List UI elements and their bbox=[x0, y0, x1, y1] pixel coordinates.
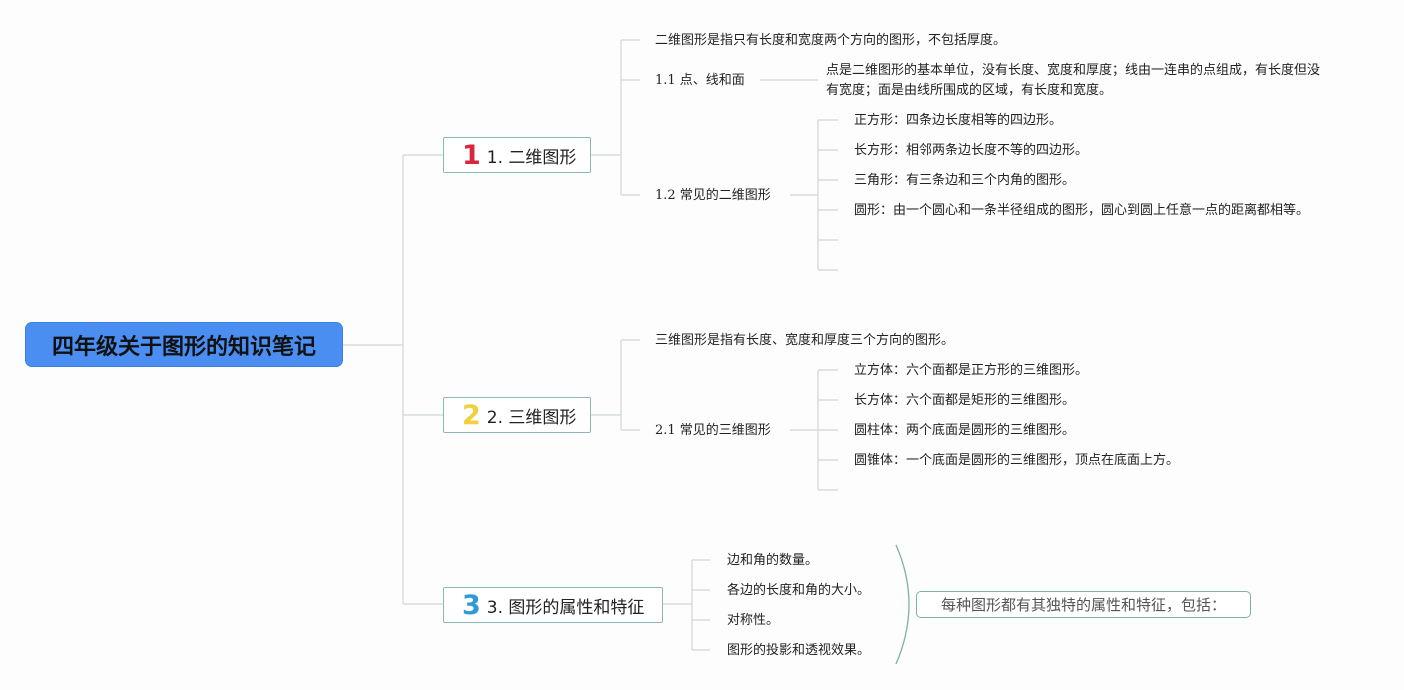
item-lengths-sizes[interactable]: 各边的长度和角的大小。 bbox=[727, 583, 871, 598]
item-cuboid[interactable]: 长方体：六个面都是矩形的三维图形。 bbox=[854, 393, 1076, 408]
item-rectangle[interactable]: 长方形：相邻两条边长度不等的四边形。 bbox=[854, 143, 1089, 158]
branch-2d-shapes[interactable]: 1 1. 二维图形 bbox=[443, 137, 591, 173]
item-cylinder[interactable]: 圆柱体：两个底面是圆形的三维图形。 bbox=[854, 423, 1076, 438]
definition-3d[interactable]: 三维图形是指有长度、宽度和厚度三个方向的图形。 bbox=[655, 333, 955, 348]
item-symmetry[interactable]: 对称性。 bbox=[727, 613, 780, 628]
branch-3d-shapes[interactable]: 2 2. 三维图形 bbox=[443, 397, 591, 433]
sub21-connector bbox=[790, 369, 838, 491]
points-lines-planes-text[interactable]: 点是二维图形的基本单位，没有长度、宽度和厚度；线由一连串的点组成，有长度但没有宽… bbox=[826, 63, 1321, 98]
sub-topic-common-2d[interactable]: 1.2 常见的二维图形 bbox=[655, 188, 771, 203]
branch-properties[interactable]: 3 3. 图形的属性和特征 bbox=[443, 587, 663, 623]
root-connector bbox=[343, 154, 443, 605]
branch-label: 2. 三维图形 bbox=[486, 407, 577, 428]
item-triangle[interactable]: 三角形：有三条边和三个内角的图形。 bbox=[854, 173, 1076, 188]
number-1-icon: 1 bbox=[462, 139, 481, 171]
item-cube[interactable]: 立方体：六个面都是正方形的三维图形。 bbox=[854, 363, 1089, 378]
branch-label: 1. 二维图形 bbox=[486, 147, 577, 168]
sub-topic-points-lines-planes[interactable]: 1.1 点、线和面 bbox=[655, 73, 745, 88]
item-sides-angles[interactable]: 边和角的数量。 bbox=[727, 553, 819, 568]
item-circle[interactable]: 圆形：由一个圆心和一条半径组成的图形，圆心到圆上任意一点的距离都相等。 bbox=[854, 203, 1310, 218]
item-square[interactable]: 正方形：四条边长度相等的四边形。 bbox=[854, 113, 1063, 128]
summary-box[interactable]: 每种图形都有其独特的属性和特征，包括： bbox=[916, 591, 1251, 618]
branch3-connector bbox=[662, 559, 710, 651]
sub-topic-common-3d[interactable]: 2.1 常见的三维图形 bbox=[655, 423, 771, 438]
branch1-connector bbox=[590, 39, 640, 196]
root-topic[interactable]: 四年级关于图形的知识笔记 bbox=[25, 322, 343, 367]
branch2-connector bbox=[590, 339, 640, 431]
branch-label: 3. 图形的属性和特征 bbox=[486, 597, 645, 618]
root-title: 四年级关于图形的知识笔记 bbox=[51, 334, 316, 360]
summary-text: 每种图形都有其独特的属性和特征，包括： bbox=[940, 596, 1226, 614]
item-cone[interactable]: 圆锥体：一个底面是圆形的三维图形，顶点在底面上方。 bbox=[854, 453, 1180, 468]
item-projection[interactable]: 图形的投影和透视效果。 bbox=[727, 643, 871, 658]
number-2-icon: 2 bbox=[462, 399, 481, 431]
sub12-connector bbox=[790, 119, 838, 271]
number-3-icon: 3 bbox=[462, 589, 481, 621]
definition-2d[interactable]: 二维图形是指只有长度和宽度两个方向的图形，不包括厚度。 bbox=[655, 33, 1007, 48]
summary-brace bbox=[895, 544, 910, 665]
